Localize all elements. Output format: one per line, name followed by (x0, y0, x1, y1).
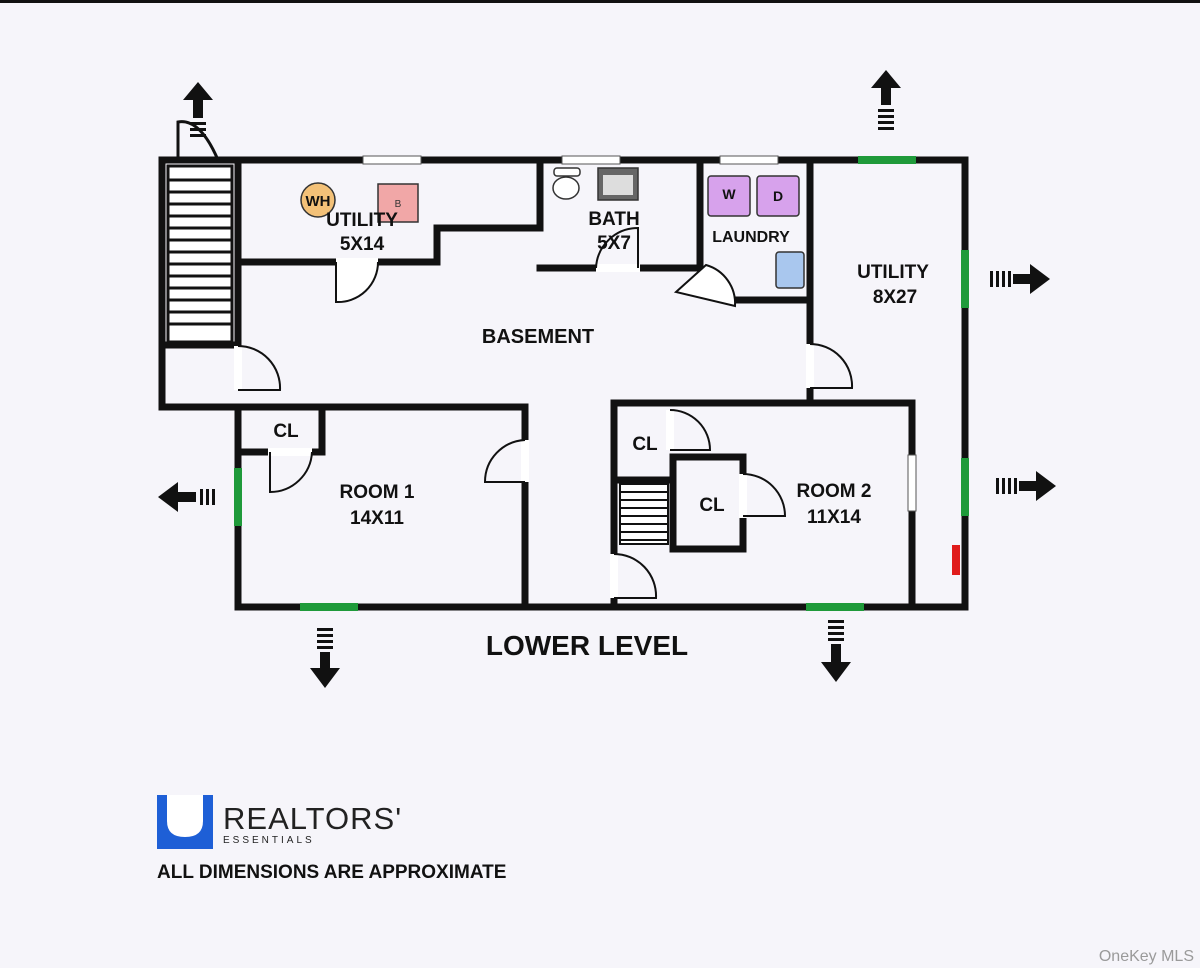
utility-large-size: 8X27 (873, 287, 917, 308)
windows (234, 155, 969, 611)
dryer-label: D (773, 188, 783, 204)
arrow-up-icon (871, 70, 901, 130)
laundry-name: LAUNDRY (712, 229, 790, 246)
top-border (0, 0, 1200, 3)
arrow-down-icon (821, 620, 851, 682)
fixtures: WH B W D (300, 167, 805, 289)
electrical-panel (952, 545, 960, 575)
closet-room2-b-name: CL (699, 495, 725, 516)
dryer-icon (756, 175, 800, 217)
brand-name: REALTORS' (223, 801, 403, 836)
utility-small-name: UTILITY (326, 210, 398, 231)
window-green-left (234, 468, 242, 526)
doors (234, 226, 854, 599)
small-stairs (619, 483, 669, 545)
window-room2 (907, 454, 917, 512)
closet-room2-a-name: CL (632, 434, 658, 455)
room2-name: ROOM 2 (797, 481, 872, 502)
utility-small-size: 5X14 (340, 234, 385, 255)
outer-wall (158, 156, 969, 611)
room1-closet-wall (234, 403, 326, 456)
water-heater-label: WH (306, 193, 331, 210)
bath-name: BATH (588, 209, 639, 230)
brand-tagline: ESSENTIALS (223, 835, 315, 846)
floor-title: LOWER LEVEL (486, 630, 688, 661)
window-green-right-1 (961, 250, 969, 308)
toilet-icon (552, 176, 580, 200)
arrow-left-icon (158, 482, 215, 512)
arrow-up-icon (183, 82, 213, 137)
boiler-label: B (395, 199, 402, 210)
brand-mark-icon (157, 795, 213, 849)
boiler-icon (377, 183, 419, 223)
walls (158, 156, 969, 611)
washer-icon (707, 175, 751, 217)
utility-large-name: UTILITY (857, 262, 929, 283)
arrow-right-icon (990, 264, 1050, 294)
arrow-right-icon (996, 471, 1056, 501)
direction-arrows (158, 70, 1056, 688)
basement-name: BASEMENT (482, 326, 594, 348)
window-green-bottom-1 (300, 603, 358, 611)
room2-size: 11X14 (807, 507, 861, 528)
brand-logo: REALTORS' ESSENTIALS (157, 795, 437, 850)
watermark: OneKey MLS (1098, 948, 1194, 965)
window-green-right-2 (961, 458, 969, 516)
arrow-down-icon (310, 628, 340, 688)
washer-label: W (722, 186, 736, 202)
staircase (166, 164, 234, 344)
room1-name: ROOM 1 (340, 482, 415, 503)
disclaimer: ALL DIMENSIONS ARE APPROXIMATE (157, 862, 507, 883)
room1-size: 14X11 (350, 508, 404, 529)
closet-room1-name: CL (273, 421, 299, 442)
bath-size: 5X7 (597, 233, 631, 254)
room-labels: UTILITY 5X14 BATH 5X7 LAUNDRY UTILITY 8X… (273, 209, 929, 529)
stair-entry (176, 120, 220, 161)
window-green-bottom-2 (806, 603, 864, 611)
laundry-tub-icon (775, 251, 805, 289)
window-green-top (858, 156, 916, 164)
water-heater-icon (300, 182, 336, 218)
